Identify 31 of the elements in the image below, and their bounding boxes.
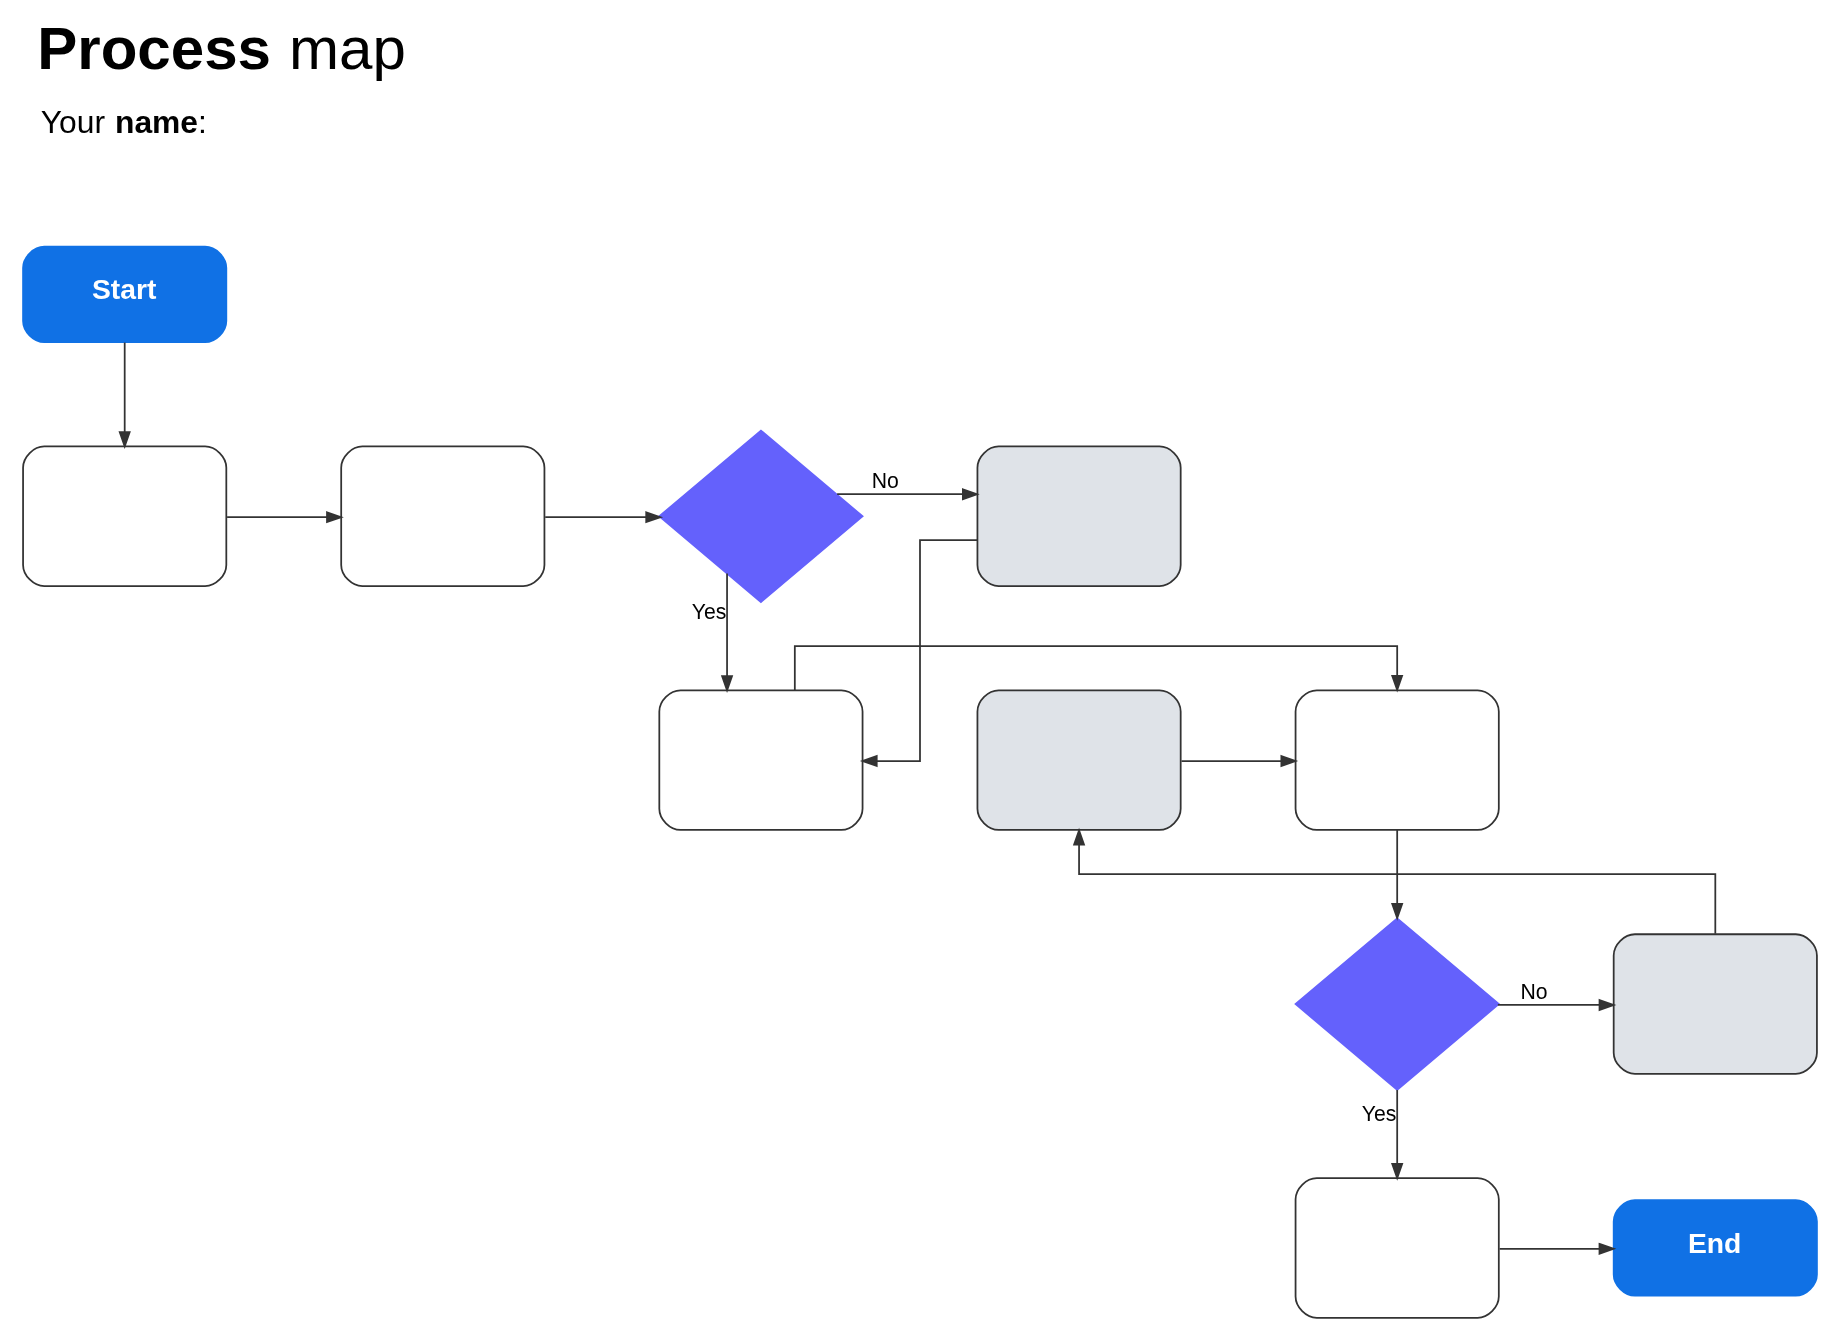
arrow (1391, 1089, 1404, 1181)
node-box: End (1612, 1199, 1818, 1297)
edge-label: No (1520, 979, 1548, 1003)
edge-label: Yes (691, 599, 727, 623)
node-box (22, 445, 228, 587)
node-box: Start (22, 245, 228, 344)
arrow (836, 488, 980, 501)
node-box (658, 689, 864, 831)
edge-label: No (871, 469, 899, 493)
node-diamond (1294, 917, 1501, 1091)
arrow (118, 341, 131, 449)
arrow (1498, 1242, 1617, 1256)
node-box (1612, 933, 1818, 1075)
arrow (1180, 754, 1299, 768)
arrow (544, 510, 664, 524)
node-box (1294, 689, 1500, 831)
node-box (976, 445, 1182, 587)
arrow (226, 510, 344, 524)
diagram-title: Process map (37, 14, 406, 82)
node-box (340, 445, 546, 587)
arrow (1072, 827, 1717, 935)
arrow (720, 572, 734, 693)
edge-label: Yes (1361, 1101, 1397, 1125)
node-box (976, 689, 1182, 831)
node-box (1294, 1177, 1500, 1319)
arrow (1391, 829, 1404, 921)
node-diamond (657, 429, 864, 604)
label: Your name: (40, 103, 207, 140)
arrow (793, 645, 1404, 693)
arrow (859, 539, 979, 768)
arrow (1496, 998, 1617, 1012)
